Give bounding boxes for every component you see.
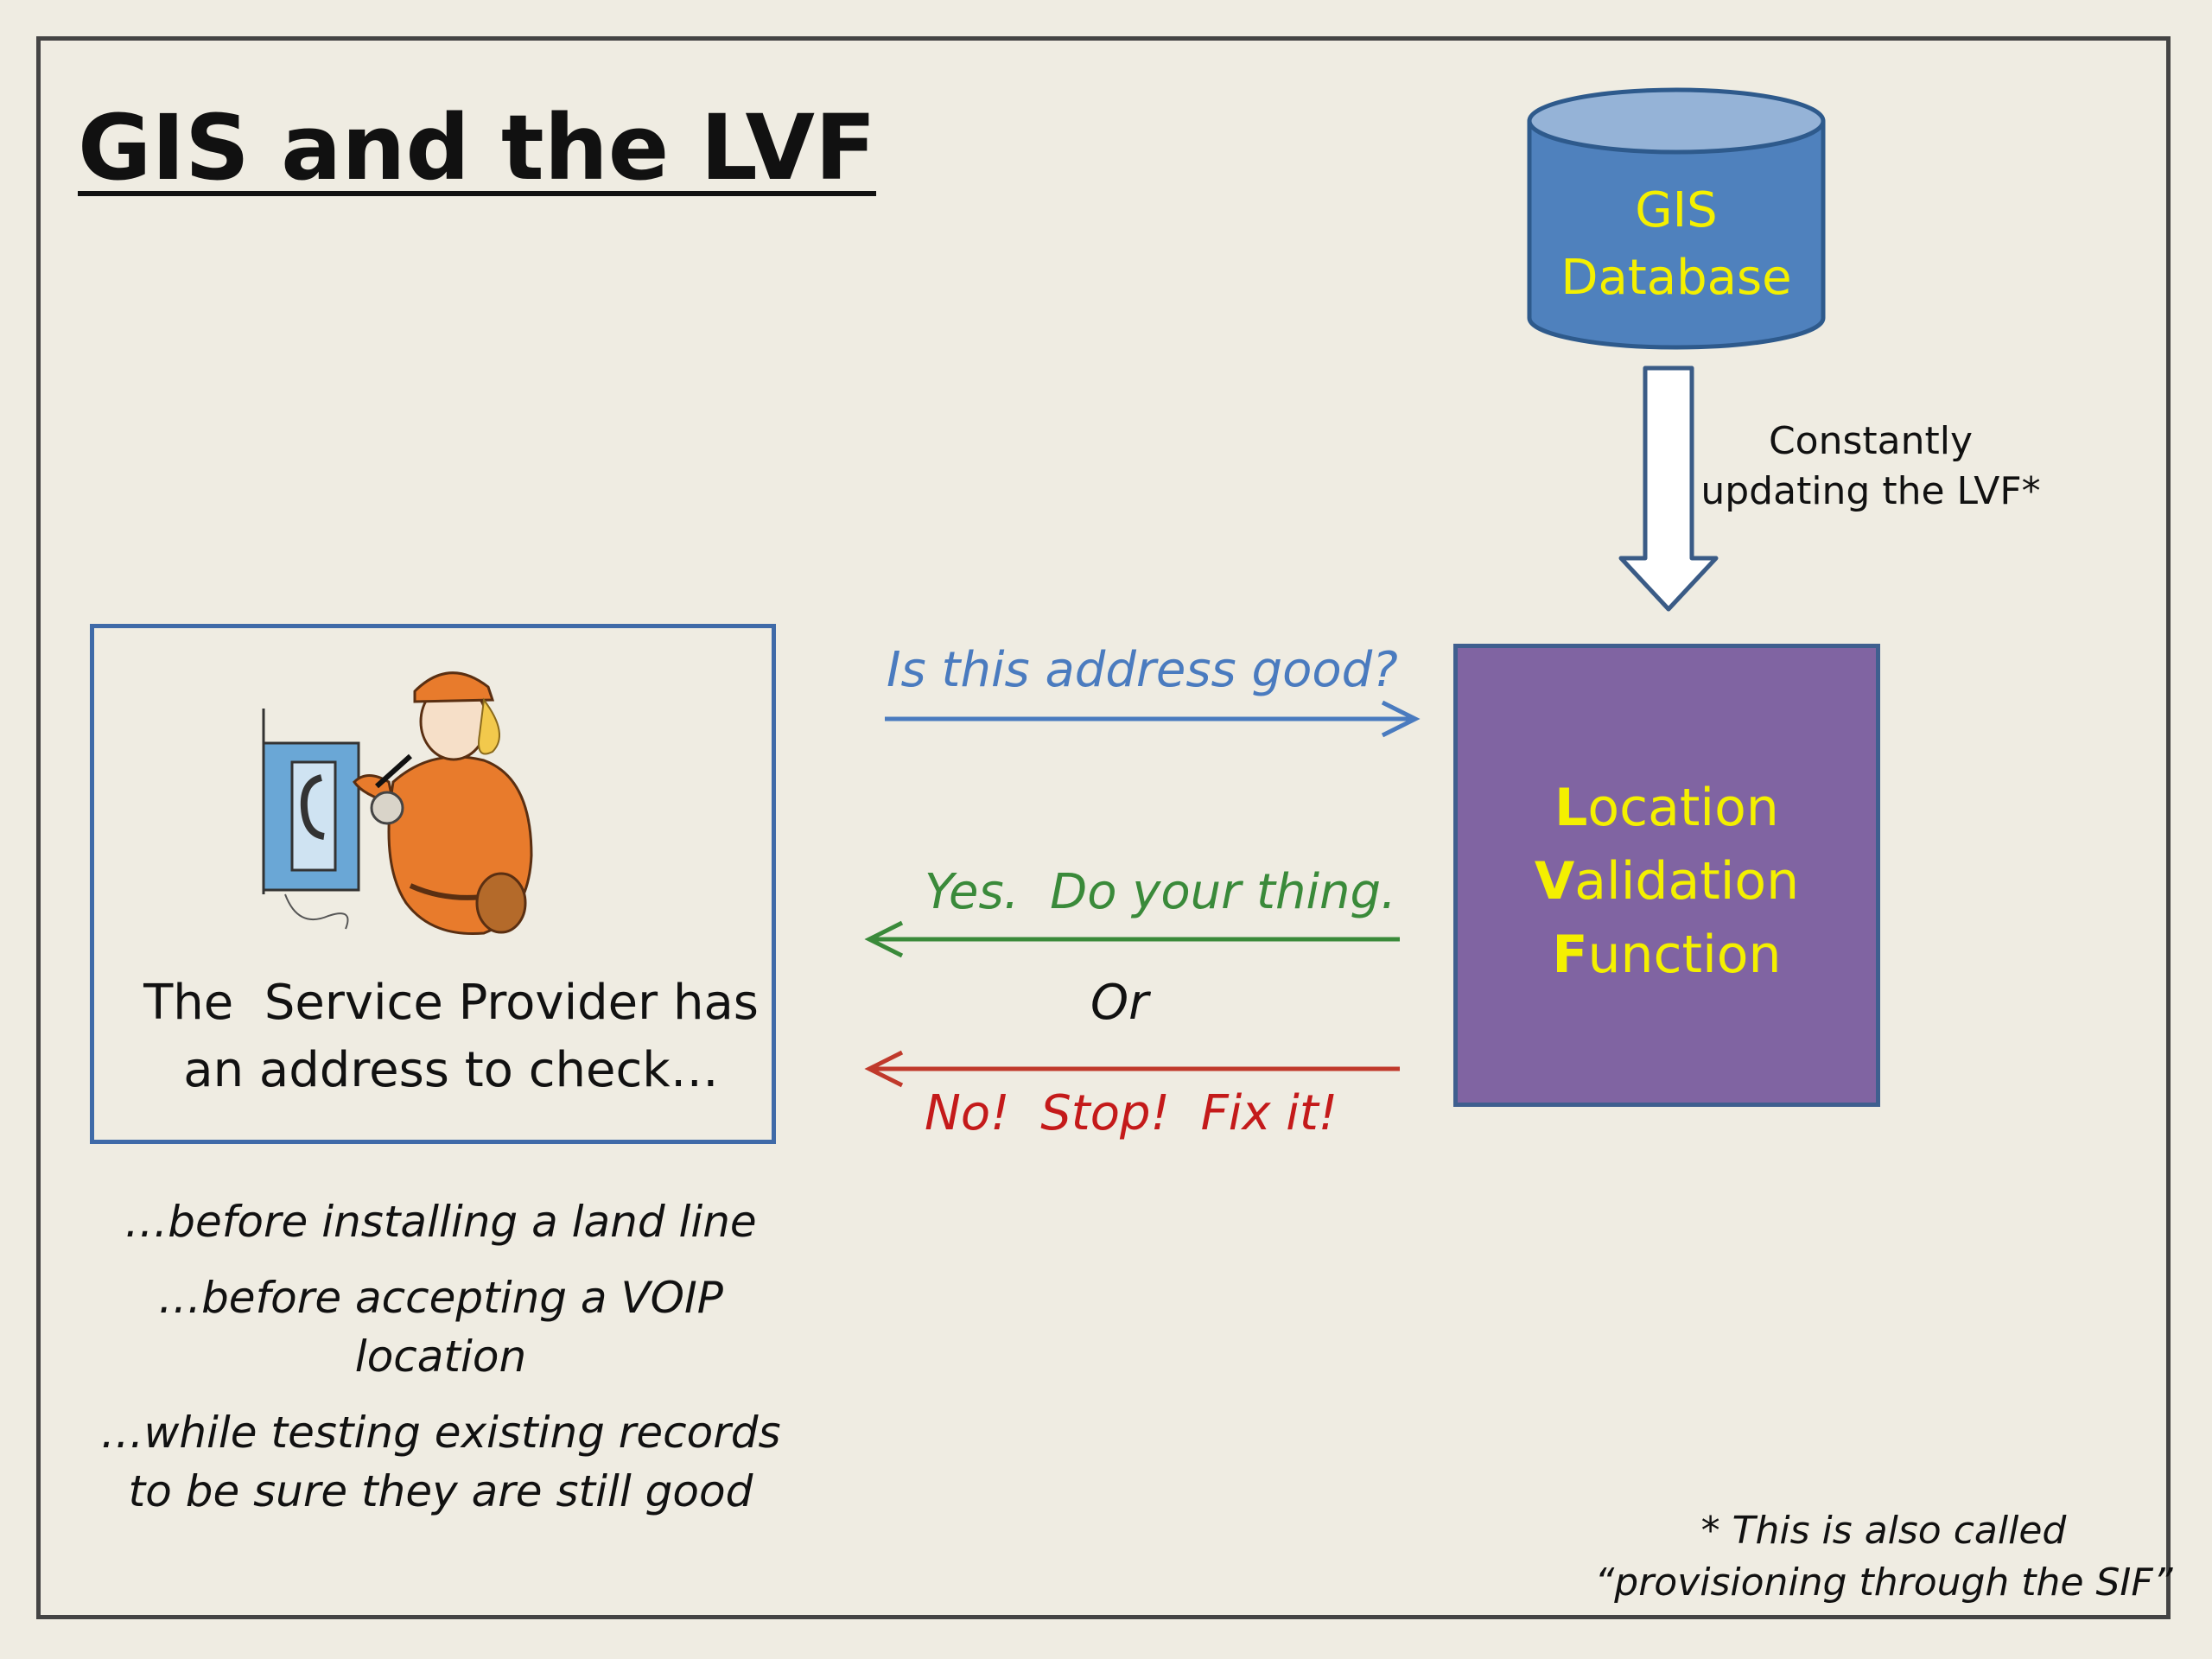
lvf-label: Location Validation Function bbox=[1535, 772, 1799, 992]
footnote-line1: * This is also called bbox=[1700, 1509, 2067, 1553]
database-icon bbox=[1527, 87, 1826, 350]
no-arrow bbox=[864, 1050, 1400, 1088]
lvf-line1: Location bbox=[1554, 778, 1779, 838]
gis-database-line2: Database bbox=[1560, 250, 1792, 306]
query-label: Is this address good? bbox=[887, 642, 1398, 698]
gis-database-label: GIS Database bbox=[1560, 177, 1791, 312]
query-arrow bbox=[885, 700, 1421, 738]
footnote: * This is also called “provisioning thro… bbox=[1594, 1505, 2172, 1609]
use-case-item: …before accepting a VOIP location bbox=[158, 1273, 723, 1382]
slide-title: GIS and the LVF bbox=[78, 95, 877, 200]
use-case-item: …before installing a land line bbox=[124, 1197, 757, 1247]
update-down-arrow bbox=[1618, 365, 1719, 612]
service-provider-box bbox=[90, 624, 776, 1144]
use-case-item: …while testing existing records to be su… bbox=[100, 1408, 781, 1516]
no-label: No! Stop! Fix it! bbox=[925, 1085, 1338, 1141]
update-label-line1: Constantly bbox=[1768, 419, 1974, 463]
slide-frame bbox=[36, 36, 2171, 1619]
yes-arrow bbox=[864, 920, 1400, 958]
or-label: Or bbox=[1090, 975, 1149, 1031]
footnote-line2: “provisioning through the SIF” bbox=[1594, 1560, 2173, 1605]
use-cases: …before installing a land line …before a… bbox=[100, 1192, 780, 1521]
update-label-line2: updating the LVF* bbox=[1700, 469, 2041, 513]
yes-label: Yes. Do your thing. bbox=[925, 864, 1396, 920]
lvf-box bbox=[1453, 644, 1880, 1107]
service-provider-line2: an address to check… bbox=[183, 1042, 719, 1098]
update-label: Constantly updating the LVF* bbox=[1700, 416, 2040, 517]
lvf-line2: Validation bbox=[1534, 851, 1800, 912]
gis-database-line1: GIS bbox=[1635, 182, 1718, 238]
technician-icon bbox=[262, 671, 533, 936]
service-provider-label: The Service Provider has an address to c… bbox=[143, 969, 759, 1104]
service-provider-line1: The Service Provider has bbox=[143, 975, 759, 1031]
lvf-line3: Function bbox=[1552, 925, 1782, 985]
